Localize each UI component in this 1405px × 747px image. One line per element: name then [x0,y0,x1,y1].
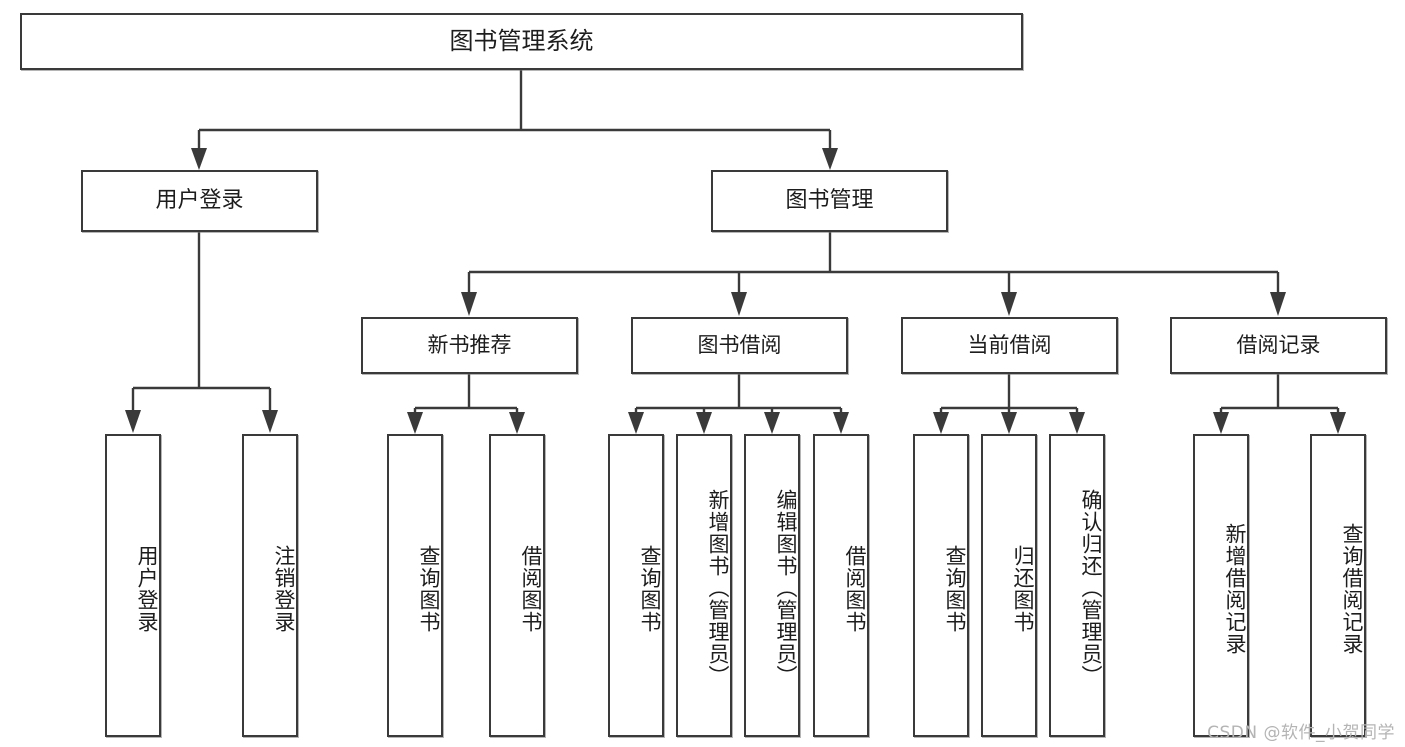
node-new-book-recommend-label: 新书推荐 [427,333,512,358]
arrow-cb-leaf-2 [1001,412,1017,434]
arrow-bb-leaf-3 [764,412,780,434]
node-leaf-query-record[interactable]: 查询借阅记录 [1310,434,1366,737]
node-borrow-record-label: 借阅记录 [1236,333,1321,358]
arrow-root-to-user-login [191,148,207,170]
arrow-bm-to-new-book [461,292,477,316]
node-leaf-logout-label: 注销登录 [272,544,296,633]
node-leaf-return-book[interactable]: 归还图书 [981,434,1037,737]
arrow-bm-to-borrow-record [1270,292,1286,316]
node-leaf-confirm-return-label: 确认归还（管理员） [1079,488,1103,687]
node-book-manage-label: 图书管理 [785,188,874,214]
node-user-login-label: 用户登录 [155,188,244,214]
node-leaf-confirm-return[interactable]: 确认归还（管理员） [1049,434,1105,737]
node-leaf-logout[interactable]: 注销登录 [242,434,298,737]
node-leaf-query-book-1-label: 查询图书 [417,544,441,633]
node-leaf-query-book-2[interactable]: 查询图书 [608,434,664,737]
arrow-cb-leaf-3 [1069,412,1085,434]
arrow-br-leaf-2 [1330,412,1346,434]
node-leaf-borrow-book-1-label: 借阅图书 [519,544,543,633]
node-leaf-edit-book-label: 编辑图书（管理员） [774,488,798,687]
node-leaf-query-book-3[interactable]: 查询图书 [913,434,969,737]
arrow-br-leaf-1 [1213,412,1229,434]
node-borrow-record[interactable]: 借阅记录 [1170,317,1387,374]
node-new-book-recommend[interactable]: 新书推荐 [361,317,578,374]
node-leaf-query-book-1[interactable]: 查询图书 [387,434,443,737]
node-leaf-borrow-book-2[interactable]: 借阅图书 [813,434,869,737]
node-user-login[interactable]: 用户登录 [81,170,318,232]
node-book-borrow[interactable]: 图书借阅 [631,317,848,374]
node-leaf-query-record-label: 查询借阅记录 [1340,522,1364,655]
node-current-borrow[interactable]: 当前借阅 [901,317,1118,374]
node-root[interactable]: 图书管理系统 [20,13,1023,70]
node-root-label: 图书管理系统 [449,27,594,56]
node-book-manage[interactable]: 图书管理 [711,170,948,232]
arrow-bb-leaf-2 [696,412,712,434]
arrow-bm-to-book-borrow [731,292,747,316]
node-leaf-user-login-label: 用户登录 [135,544,159,633]
arrow-cb-leaf-1 [933,412,949,434]
node-leaf-add-book[interactable]: 新增图书（管理员） [676,434,732,737]
node-leaf-return-book-label: 归还图书 [1011,544,1035,633]
arrow-nb-leaf-1 [407,412,423,434]
csdn-watermark: CSDN @软件_小贺同学 [1207,723,1395,743]
node-leaf-edit-book[interactable]: 编辑图书（管理员） [744,434,800,737]
node-leaf-add-record-label: 新增借阅记录 [1223,522,1247,655]
node-leaf-query-book-2-label: 查询图书 [638,544,662,633]
node-book-borrow-label: 图书借阅 [697,333,782,358]
arrow-bm-to-current-borrow [1001,292,1017,316]
node-leaf-user-login[interactable]: 用户登录 [105,434,161,737]
node-leaf-add-record[interactable]: 新增借阅记录 [1193,434,1249,737]
node-leaf-add-book-label: 新增图书（管理员） [706,488,730,687]
node-leaf-query-book-3-label: 查询图书 [943,544,967,633]
arrow-root-to-book-manage [822,148,838,170]
arrow-user-login-to-leaf-1 [125,410,141,433]
node-leaf-borrow-book-2-label: 借阅图书 [843,544,867,633]
arrow-bb-leaf-4 [833,412,849,434]
arrow-bb-leaf-1 [628,412,644,434]
node-leaf-borrow-book-1[interactable]: 借阅图书 [489,434,545,737]
arrow-nb-leaf-2 [509,412,525,434]
arrow-user-login-to-leaf-2 [262,410,278,433]
node-current-borrow-label: 当前借阅 [967,333,1052,358]
